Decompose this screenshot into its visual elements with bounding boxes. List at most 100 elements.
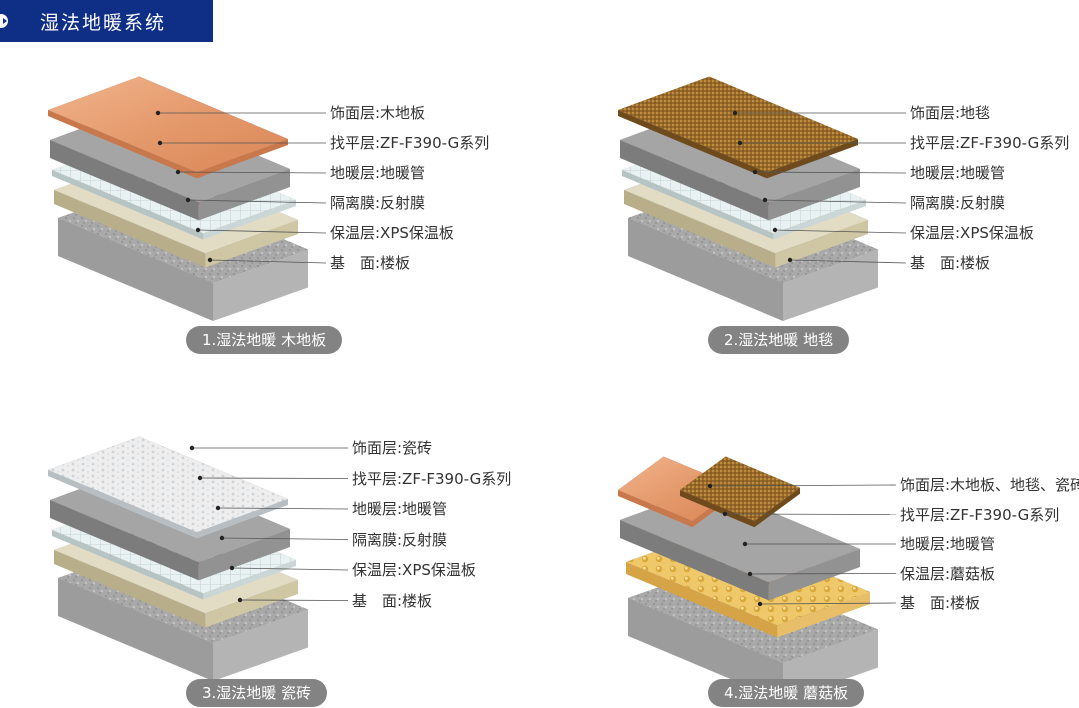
surface-layer-front	[48, 110, 197, 179]
surface-carpet-part	[679, 456, 801, 528]
diagram-panel-wood-floor: 饰面层:木地板找平层:ZF-F390-G系列地暖层:地暖管隔离膜:反射膜保温层:…	[0, 0, 540, 354]
surface-layer-front	[618, 490, 693, 528]
layer-label: 基 面:楼板	[910, 254, 991, 272]
leader-dot	[195, 227, 201, 233]
diagram-panel-tile: 饰面层:瓷砖找平层:ZF-F390-G系列地暖层:地暖管隔离膜:反射膜保温层:X…	[0, 354, 540, 708]
base-floor-slab-front	[58, 218, 213, 321]
layer-label: 饰面层:木地板	[330, 104, 426, 122]
leader-dot	[772, 227, 778, 233]
layer-label: 保温层:XPS保温板	[352, 561, 476, 579]
surface-layer-front	[48, 470, 197, 539]
diagram-caption-pill: 2.湿法地暖 地毯	[708, 326, 850, 354]
leader-line	[709, 484, 897, 487]
leader-dot	[207, 257, 213, 263]
leader-dot	[757, 601, 763, 607]
layer-label: 找平层:ZF-F390-G系列	[330, 134, 490, 152]
leader-dot	[185, 197, 191, 203]
leader-dot	[219, 535, 225, 541]
leader-line	[209, 259, 327, 264]
layer-label: 保温层:蘑菇板	[900, 564, 996, 583]
leader-line	[197, 229, 327, 234]
leader-dot	[742, 541, 748, 547]
reflective-film-layer-side	[203, 560, 296, 600]
layer-diagram	[617, 76, 907, 321]
leader-line	[177, 171, 327, 174]
leader-dot	[732, 110, 738, 116]
layer-label: 隔离膜:反射膜	[910, 194, 1006, 212]
header-arrow-icon	[3, 18, 7, 24]
leader-line	[774, 229, 907, 234]
leveling-layer-side	[768, 168, 860, 221]
layer-label: 地暖层:地暖管	[352, 500, 448, 518]
leader-dot	[189, 445, 195, 451]
leveling-layer-side	[768, 548, 860, 601]
surface-layer	[47, 76, 289, 179]
layer-label: 隔离膜:反射膜	[352, 530, 448, 549]
leader-dot	[737, 140, 743, 146]
diagram-panel-mushroom-board: 饰面层:木地板、地毯、瓷砖找平层:ZF-F390-G系列地暖层:地暖管保温层:蘑…	[540, 354, 1079, 708]
surface-layer-side	[196, 138, 288, 179]
surface-carpet-part-front	[680, 490, 755, 528]
layer-label: 找平层:ZF-F390-G系列	[900, 505, 1060, 524]
leader-line	[764, 199, 907, 204]
xps-insulation-layer-front	[624, 190, 776, 268]
xps-insulation-layer-side	[205, 580, 298, 628]
layer-label: 隔离膜:反射膜	[330, 194, 426, 212]
surface-layer	[617, 76, 859, 179]
surface-layer-side	[766, 138, 858, 179]
base-floor-slab-side	[213, 609, 308, 681]
leader-dot	[175, 169, 181, 175]
diagram-caption-pill: 1.湿法地暖 木地板	[186, 326, 343, 354]
diagram-caption-pill: 3.湿法地暖 瓷砖	[186, 679, 328, 707]
leader-line	[199, 477, 349, 479]
layer-label: 基 面:楼板	[352, 591, 433, 610]
leader-line	[231, 567, 349, 571]
leader-dot	[229, 565, 235, 571]
surface-layer-side	[196, 498, 288, 539]
leader-dot	[707, 483, 713, 489]
leveling-layer-front	[620, 140, 769, 221]
leader-dot	[762, 197, 768, 203]
leader-dot	[787, 257, 793, 263]
leader-line	[217, 507, 349, 510]
base-floor-slab-front	[58, 578, 213, 681]
leader-line	[759, 602, 897, 605]
layer-label: 地暖层:地暖管	[330, 164, 426, 182]
leveling-layer-front	[620, 520, 769, 601]
layer-label: 找平层:ZF-F390-G系列	[910, 134, 1070, 152]
diagram-panel-carpet: 饰面层:地毯找平层:ZF-F390-G系列地暖层:地暖管隔离膜:反射膜保温层:X…	[540, 0, 1079, 354]
diagram-caption-pill: 4.湿法地暖 蘑菇板	[708, 679, 865, 707]
layer-label: 饰面层:木地板、地毯、瓷砖	[900, 476, 1079, 494]
reflective-film-layer-front	[52, 530, 204, 600]
surface-layer-front	[618, 110, 767, 179]
layer-diagram	[617, 456, 897, 701]
leader-dot	[747, 571, 753, 577]
leader-line	[221, 537, 349, 540]
layer-diagram	[47, 76, 327, 321]
reflective-film-layer-side	[203, 200, 296, 240]
leveling-layer-front	[50, 500, 199, 581]
leader-line	[754, 171, 907, 174]
section-header: 湿法地暖系统	[0, 0, 213, 42]
xps-insulation-layer-front	[54, 550, 206, 628]
leader-line	[749, 573, 897, 575]
layer-label: 饰面层:地毯	[910, 104, 991, 122]
layer-label: 保温层:XPS保温板	[330, 224, 454, 242]
leader-dot	[157, 140, 163, 146]
layer-label: 饰面层:瓷砖	[352, 439, 433, 457]
layer-label: 基 面:楼板	[900, 594, 981, 612]
base-floor-slab-side	[213, 249, 308, 321]
leader-line	[239, 599, 349, 601]
layer-label: 保温层:XPS保温板	[910, 224, 1034, 242]
layer-label: 找平层:ZF-F390-G系列	[352, 469, 512, 488]
leader-dot	[197, 475, 203, 481]
leader-line	[724, 513, 897, 515]
reflective-film-layer-front	[622, 170, 774, 240]
leader-dot	[215, 505, 221, 511]
leader-line	[187, 199, 327, 204]
leader-dot	[722, 511, 728, 517]
base-floor-slab-front	[628, 598, 783, 701]
layer-label: 基 面:楼板	[330, 254, 411, 272]
leader-dot	[155, 110, 161, 116]
reflective-film-layer-front	[52, 170, 204, 240]
